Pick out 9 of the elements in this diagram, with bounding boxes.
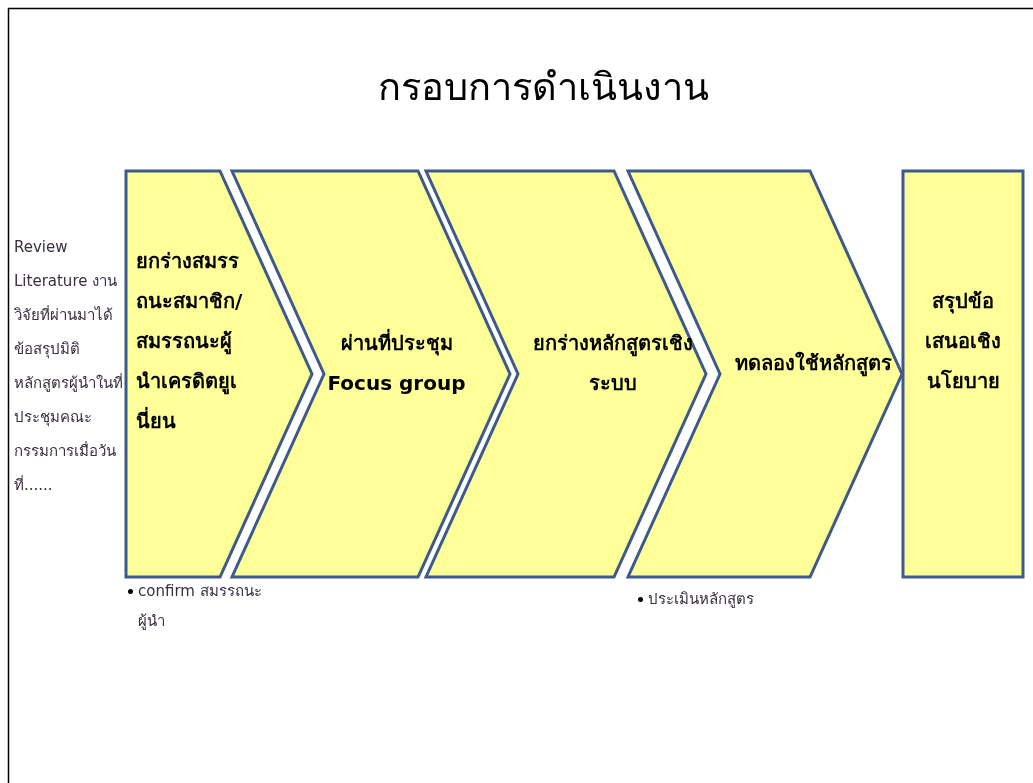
side-note: Review Literature งานวิจัยที่ผ่านมาได้ข้อสรุปมิติหลักสูตรผู้นำในที่ประชุมคณะกรรมการเมื่อวันที่......	[14, 237, 124, 496]
step-text: ทดลองใช้หลักสูตร	[733, 350, 893, 379]
diagram-title: กรอบการดำเนินงาน	[376, 64, 710, 111]
step-text: ยกร่างสมรรถนะสมาชิก/สมรรถนะผู้นำเครดิตยูเนี่ยน	[136, 248, 244, 435]
bullet-note: ประเมินหลักสูตร	[648, 589, 755, 610]
step-text: ยกร่างหลักสูตรเชิงระบบ	[532, 330, 694, 397]
step-text: สรุปข้อเสนอเชิงนโยบาย	[924, 288, 1002, 395]
bullet-note: confirm สมรรถนะผู้นำ	[138, 581, 263, 632]
step-text: ผ่านที่ประชุม Focus group	[326, 328, 467, 397]
